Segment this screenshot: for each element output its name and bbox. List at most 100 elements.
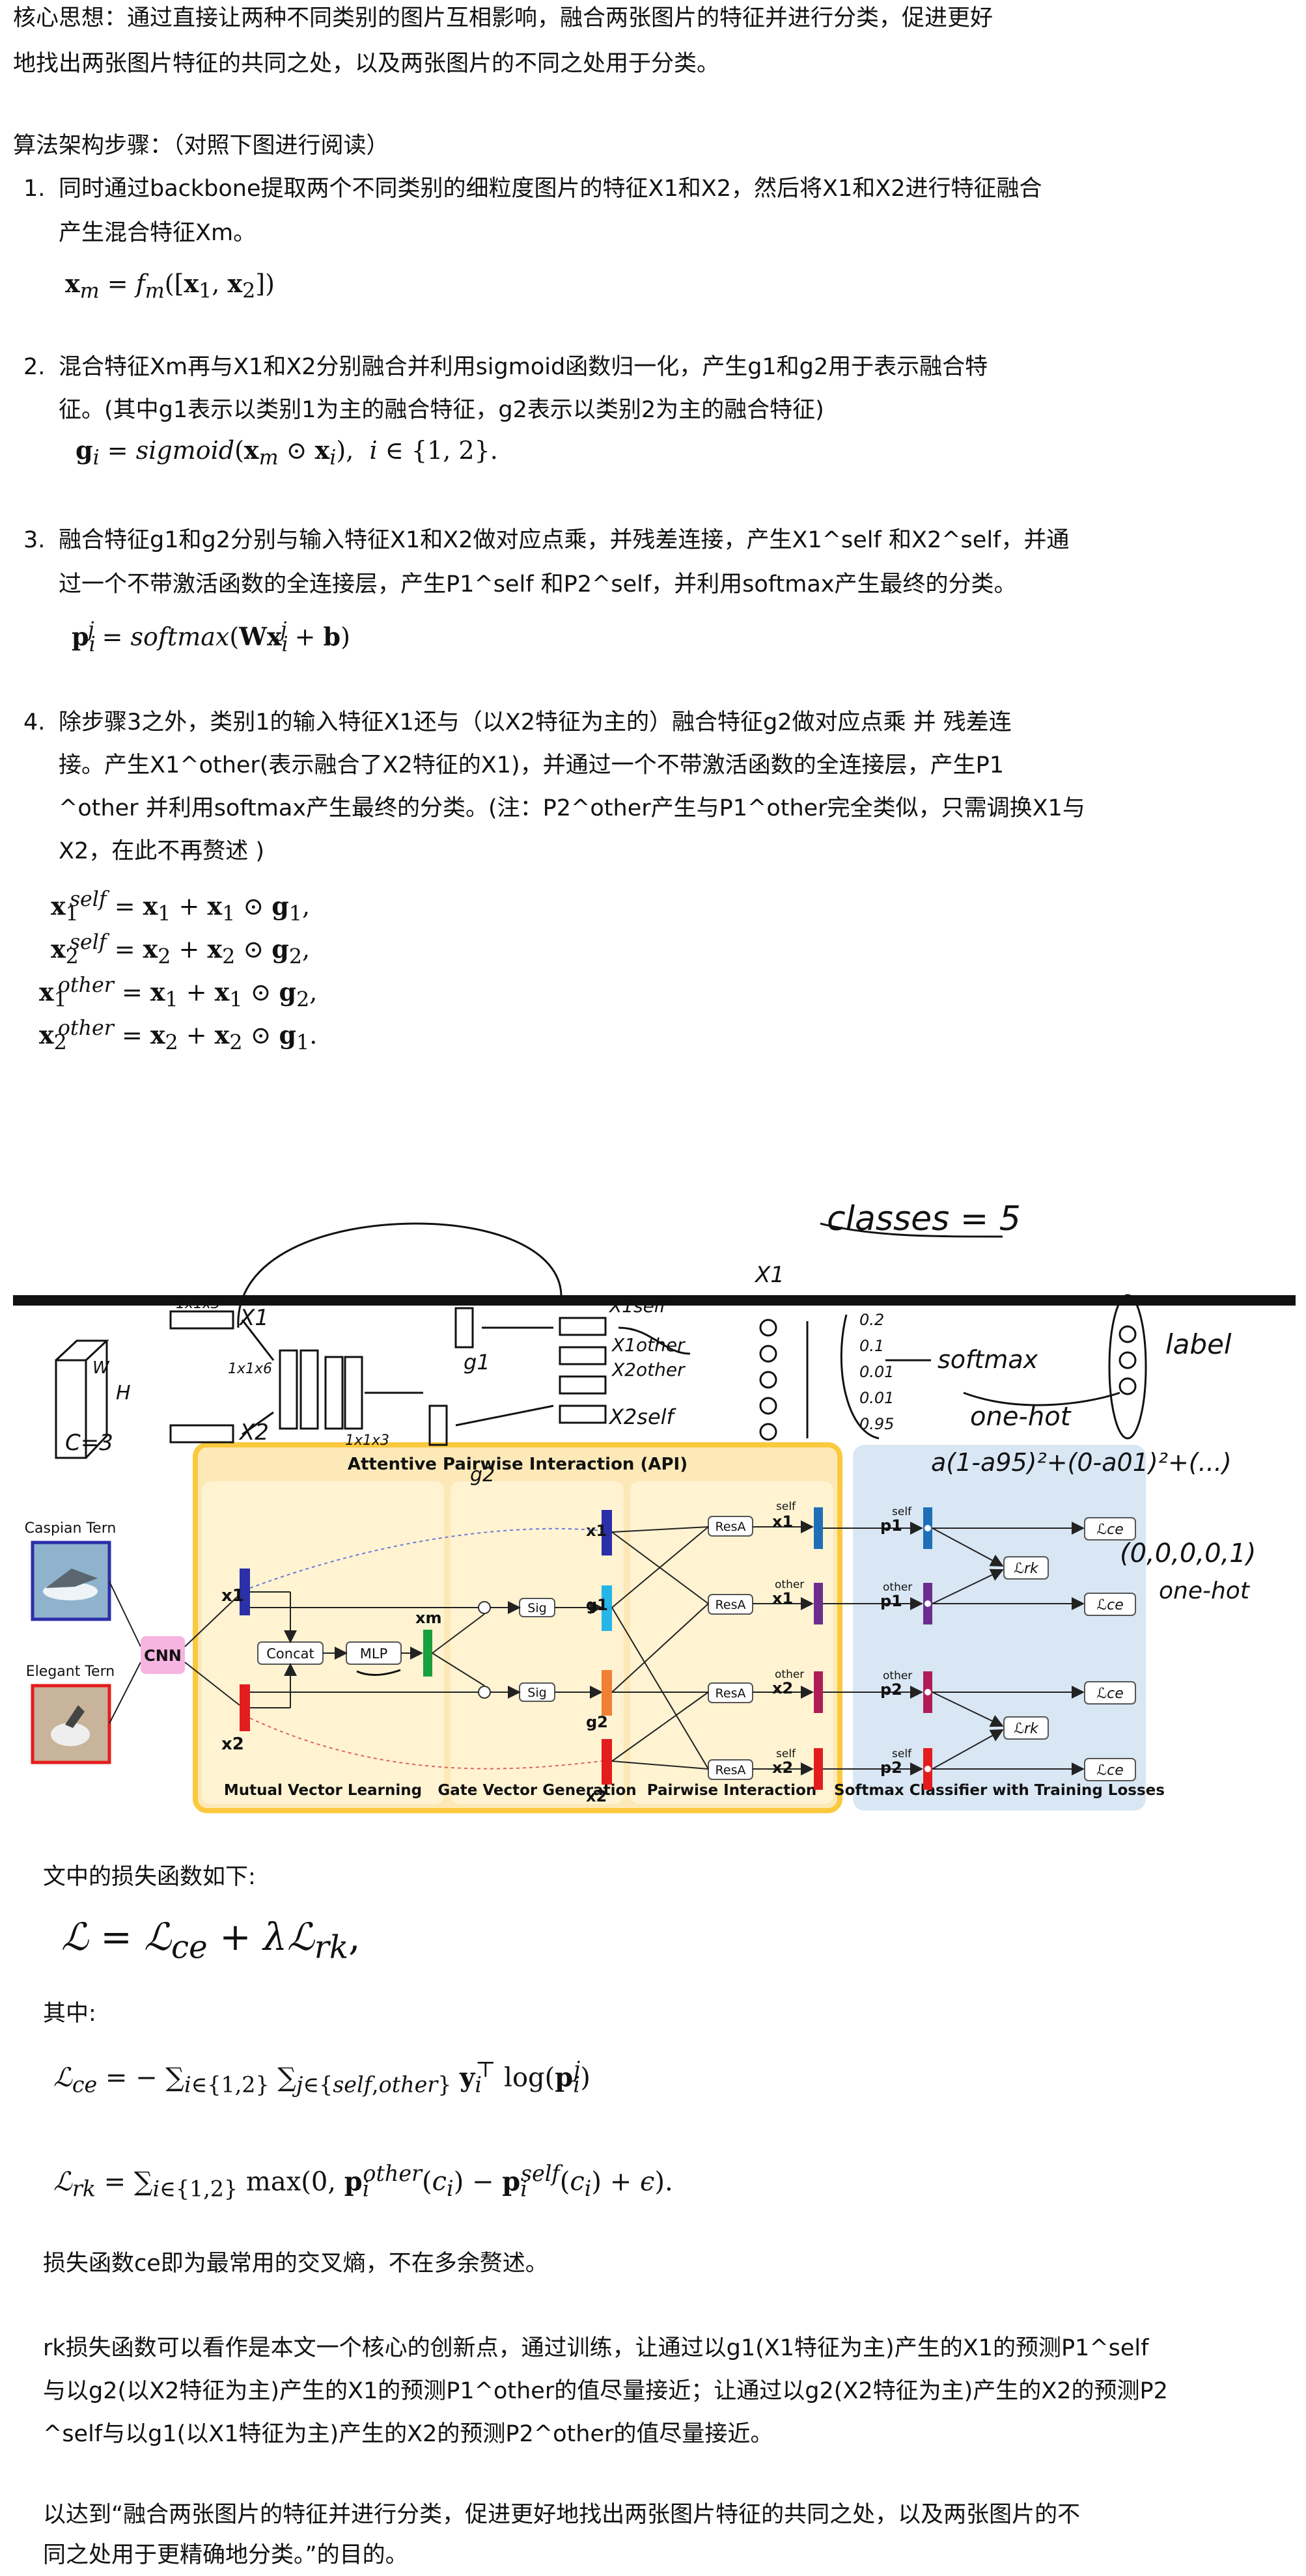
gate-vector-panel <box>451 1481 624 1804</box>
x1-self-out-label: x1 <box>772 1513 793 1531</box>
x1-label: x1 <box>221 1586 244 1606</box>
hw-prob-2: 0.01 <box>859 1363 894 1381</box>
hw-classes: classes = 5 <box>827 1199 1021 1239</box>
hw-x2: X2 <box>238 1419 269 1446</box>
step-2-number: 2. <box>23 354 46 380</box>
x2-feature-bar <box>240 1684 250 1731</box>
x1-other-bar <box>814 1583 823 1624</box>
g1-bar <box>602 1585 612 1631</box>
p1-other-sup: other <box>883 1581 912 1594</box>
x2-self-out-label: x2 <box>772 1759 793 1777</box>
hw-c3: C=3 <box>65 1430 113 1456</box>
x1-other-out-label: x1 <box>772 1589 793 1608</box>
sigmoid-label-1: Sig <box>527 1601 546 1615</box>
step-2-line-2: 征。(其中g1表示以类别1为主的融合特征，g2表示以类别2为主的融合特征) <box>59 397 824 423</box>
resa-label-3: ResA <box>716 1686 746 1701</box>
step-1-line-2: 产生混合特征Xm。 <box>59 220 257 246</box>
caption-gate-vector: Gate Vector Generation <box>438 1782 636 1799</box>
hw-x2other: X2other <box>611 1359 686 1380</box>
api-architecture-figure: Attentive Pairwise Interaction (API) Mut… <box>13 1199 1296 1813</box>
rk-description-line-3: ^self与以g1(以X1特征为主)产生的X2的预测P2^other的值尽量接近… <box>43 2421 773 2447</box>
g2-bar <box>602 1670 612 1716</box>
loss-where: 其中: <box>43 2001 96 2027</box>
equation-softmax: pij = softmax(Wxij + b) <box>72 618 350 657</box>
x2-other-sup: other <box>775 1668 804 1681</box>
hw-x1: X1 <box>238 1305 269 1331</box>
x2-self-bar <box>814 1748 823 1790</box>
x2-pair-bar <box>602 1739 612 1785</box>
mlp-label: MLP <box>360 1646 387 1662</box>
x2-label: x2 <box>221 1734 244 1754</box>
lce-label-3: ℒce <box>1096 1686 1123 1702</box>
lce-box-2 <box>1084 1593 1136 1616</box>
equation-x1-self: x1self = x1 + x1 ⊙ g1, <box>51 888 311 926</box>
api-title: Attentive Pairwise Interaction (API) <box>348 1455 688 1474</box>
step-1-number: 1. <box>23 176 46 202</box>
hw-x1self: X1self <box>608 1295 669 1317</box>
equation-x2-other: x2other = x2 + x2 ⊙ g1. <box>39 1017 318 1055</box>
hw-dim-3: 1x1x3 <box>345 1432 389 1449</box>
lce-box-3 <box>1084 1681 1136 1705</box>
x1-pair-bar <box>602 1510 612 1555</box>
rk-description-line-1: rk损失函数可以看作是本文一个核心的创新点，通过训练，让通过以g1(X1特征为主… <box>43 2335 1149 2361</box>
steps-heading: 算法架构步骤：（对照下图进行阅读） <box>13 133 389 159</box>
equation-total-loss: ℒ = ℒce + λℒrk, <box>61 1915 361 1966</box>
hw-vector: (0,0,0,0,1) <box>1120 1539 1256 1569</box>
step-1-line-1: 同时通过backbone提取两个不同类别的细粒度图片的特征X1和X2，然后将X1… <box>59 176 1042 202</box>
x1-feature-bar <box>240 1569 250 1615</box>
lrk-box-2 <box>1003 1716 1049 1740</box>
intro-line-1: 核心思想：通过直接让两种不同类别的图片互相影响，融合两张图片的特征并进行分类，促… <box>13 5 993 31</box>
loss-intro: 文中的损失函数如下: <box>43 1864 256 1890</box>
caspian-label: Caspian Tern <box>25 1520 117 1537</box>
p2-other-sup: other <box>883 1669 912 1682</box>
hw-g2: g2 <box>470 1464 495 1487</box>
hw-prob-0: 0.2 <box>859 1311 884 1329</box>
final-line-2: 同之处用于更精确地分类。”的目的。 <box>43 2542 408 2568</box>
p2-other-label: p2 <box>880 1680 902 1699</box>
p2-self-label: p2 <box>880 1759 902 1777</box>
equation-x1-other: x1other = x1 + x1 ⊙ g2, <box>39 974 318 1012</box>
hw-x2self: X2self <box>608 1404 677 1429</box>
equation-ce-loss: ℒce = − ∑i∈{1,2} ∑j∈{self,other} yi⊤ log… <box>53 2057 590 2098</box>
p1-self-label: p1 <box>880 1516 902 1535</box>
resa-label-4: ResA <box>716 1763 746 1777</box>
lrk-label-1: ℒrk <box>1014 1561 1039 1577</box>
cnn-label: CNN <box>144 1647 182 1665</box>
resa-label-1: ResA <box>716 1520 746 1534</box>
hw-softmax: softmax <box>938 1345 1038 1374</box>
hw-x1other: X1other <box>611 1334 686 1356</box>
caption-softmax: Softmax Classifier with Training Losses <box>834 1782 1165 1799</box>
mult-node-2 <box>478 1686 491 1699</box>
hw-prob-3: 0.01 <box>859 1389 894 1407</box>
hw-prob-1: 0.1 <box>859 1337 884 1355</box>
x1-self-sup: self <box>776 1500 796 1513</box>
elegant-label: Elegant Tern <box>26 1664 115 1680</box>
hw-h: H <box>116 1382 131 1404</box>
hw-one-hot-2: one-hot <box>1159 1578 1251 1604</box>
resa-label-2: ResA <box>716 1598 746 1612</box>
lce-box-4 <box>1084 1758 1136 1781</box>
equation-x2-self: x2self = x2 + x2 ⊙ g2, <box>51 931 311 969</box>
x2-self-sup: self <box>776 1747 796 1761</box>
p1-other-label: p1 <box>880 1592 902 1610</box>
hw-label: label <box>1165 1328 1232 1360</box>
x1-self-bar <box>814 1507 823 1549</box>
rk-description-line-2: 与以g2(以X2特征为主)产生的X1的预测P1^other的值尽量接近；让通过以… <box>43 2378 1168 2404</box>
p2-self-sup: self <box>892 1747 912 1761</box>
step-4-number: 4. <box>23 709 46 735</box>
hw-one-hot: one-hot <box>970 1402 1072 1432</box>
final-line-1: 以达到“融合两张图片的特征并进行分类，促进更好地找出两张图片特征的共同之处，以及… <box>43 2502 1081 2528</box>
g1-label: g1 <box>586 1596 608 1614</box>
hw-dim-2: 1x1x6 <box>228 1361 272 1377</box>
step-3-number: 3. <box>23 527 46 553</box>
x2-other-bar <box>814 1671 823 1713</box>
step-4-line-3: ^other 并利用softmax产生最终的分类。(注：P2^other产生与P… <box>59 795 1085 821</box>
hw-x1-top: X1 <box>754 1262 785 1288</box>
step-4-line-2: 接。产生X1^other(表示融合了X2特征的X1)，并通过一个不带激活函数的全… <box>59 752 1004 778</box>
xm-feature-bar <box>423 1630 432 1677</box>
step-4-line-4: X2，在此不再赘述 ) <box>59 838 265 864</box>
step-3-line-1: 融合特征g1和g2分别与输入特征X1和X2做对应点乘，并残差连接，产生X1^se… <box>59 527 1070 553</box>
x2-other-out-label: x2 <box>772 1679 793 1697</box>
equation-xm: xm = fm([x1, x2]) <box>65 269 275 303</box>
intro-line-2: 地找出两张图片特征的共同之处，以及两张图片的不同之处用于分类。 <box>13 51 720 77</box>
